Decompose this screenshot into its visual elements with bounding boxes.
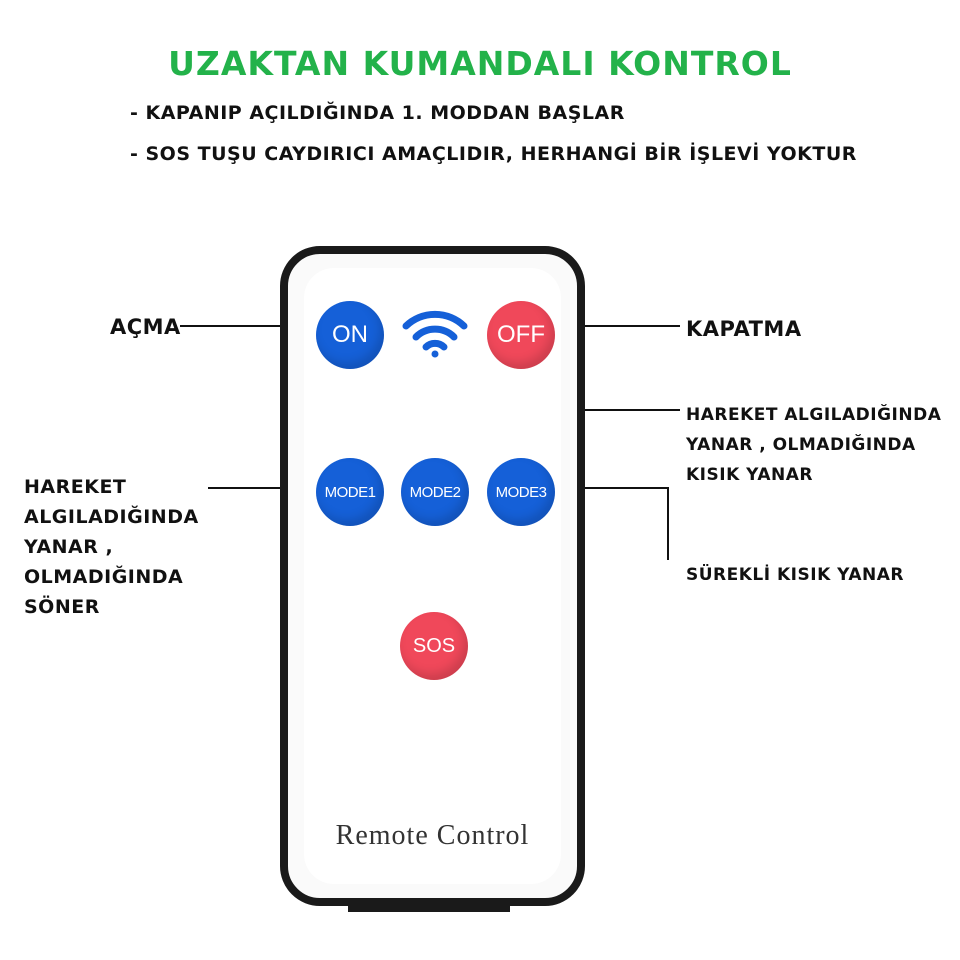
off-button[interactable]: OFF xyxy=(487,301,555,369)
mode1-button[interactable]: MODE1 xyxy=(316,458,384,526)
note-restart-mode: - KAPANIP AÇILDIĞINDA 1. MODDAN BAŞLAR xyxy=(130,102,625,124)
mode3-button-label: MODE3 xyxy=(495,483,547,501)
label-mode3: SÜREKLİ KISIK YANAR xyxy=(686,565,904,585)
label-on: AÇMA xyxy=(110,315,181,339)
label-mode1-line: ALGILADIĞINDA xyxy=(24,506,199,528)
on-button[interactable]: ON xyxy=(316,301,384,369)
label-off: KAPATMA xyxy=(686,317,802,341)
mode2-button-label: MODE2 xyxy=(409,483,461,501)
label-mode2: HAREKET ALGILADIĞINDA YANAR , OLMADIĞIND… xyxy=(686,400,941,490)
label-mode1-line: HAREKET xyxy=(24,476,127,498)
mode2-button[interactable]: MODE2 xyxy=(401,458,469,526)
remote-face xyxy=(304,268,561,884)
mode3-connector xyxy=(550,487,669,560)
wifi-icon xyxy=(402,310,468,358)
label-mode1-line: YANAR , xyxy=(24,536,114,558)
label-mode1: HAREKET ALGILADIĞINDA YANAR , OLMADIĞIND… xyxy=(24,472,199,622)
label-mode2-line: YANAR , OLMADIĞINDA xyxy=(686,435,916,455)
remote-caption: Remote Control xyxy=(335,820,530,851)
page-title: UZAKTAN KUMANDALI KONTROL xyxy=(168,44,792,83)
label-mode2-line: KISIK YANAR xyxy=(686,465,813,485)
sos-button-label: SOS xyxy=(412,634,456,657)
sos-button[interactable]: SOS xyxy=(400,612,468,680)
on-button-label: ON xyxy=(332,321,368,348)
mode3-button[interactable]: MODE3 xyxy=(487,458,555,526)
mode1-button-label: MODE1 xyxy=(324,483,376,501)
label-mode2-line: HAREKET ALGILADIĞINDA xyxy=(686,405,942,425)
label-mode1-line: SÖNER xyxy=(24,596,100,618)
label-mode1-line: OLMADIĞINDA xyxy=(24,566,184,588)
off-button-label: OFF xyxy=(497,321,545,348)
note-sos-button: - SOS TUŞU CAYDIRICI AMAÇLIDIR, HERHANGİ… xyxy=(130,143,857,165)
remote-bottom-edge xyxy=(348,904,510,912)
